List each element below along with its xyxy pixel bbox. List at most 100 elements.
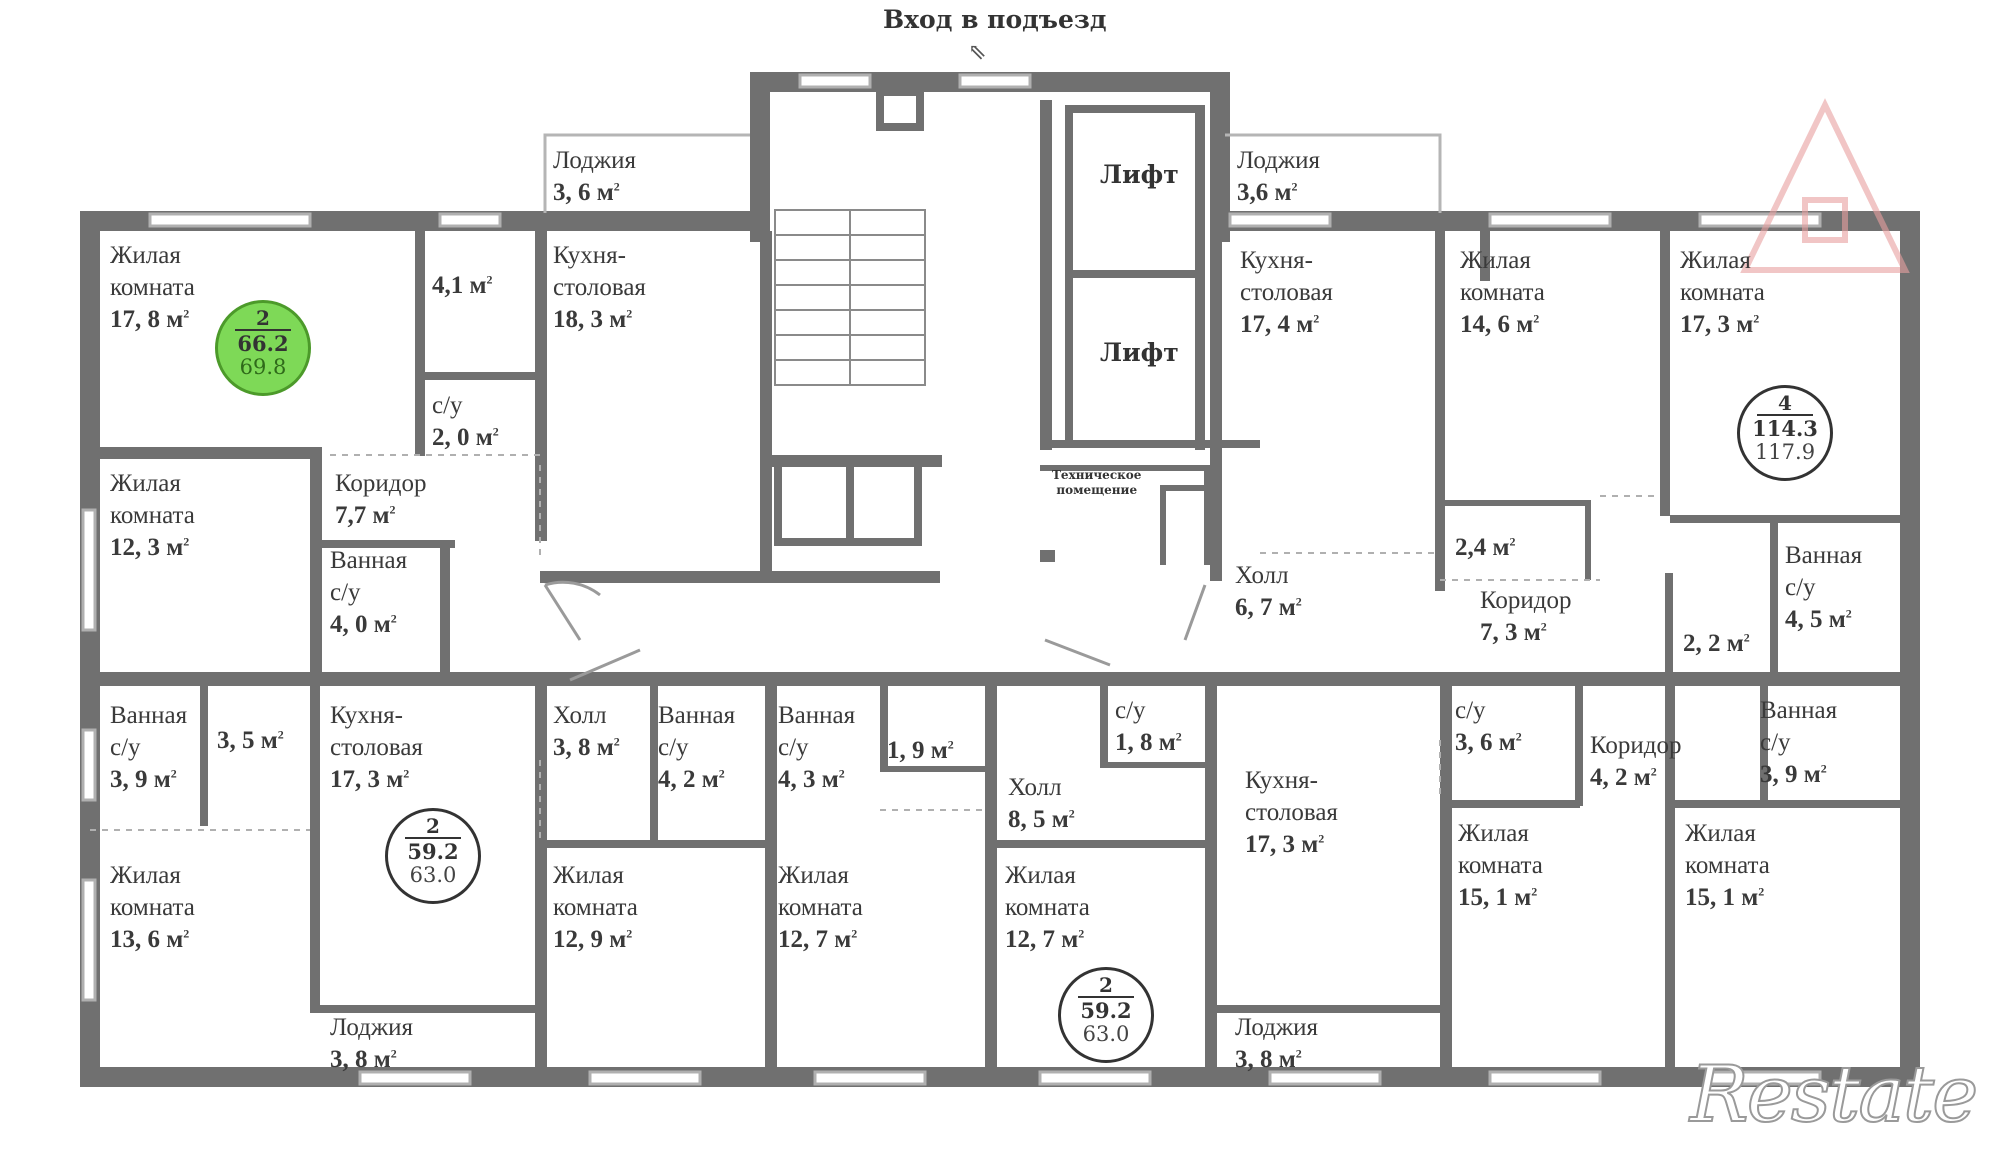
room-area: 4, 0 м2 [330, 611, 397, 638]
room-name: Холл [1235, 562, 1289, 589]
room-area: 3, 6 м2 [553, 179, 620, 206]
area-superscript: 2 [613, 179, 620, 194]
room-name: Жилая комната [1460, 247, 1545, 306]
area-superscript: 2 [1175, 729, 1182, 744]
room-area: 12, 3 м2 [110, 534, 190, 561]
apartment-total-area: 63.0 [1082, 1022, 1130, 1046]
area-superscript: 2 [1845, 606, 1852, 621]
room-name: Коридор [335, 470, 427, 497]
area-superscript: 2 [613, 734, 620, 749]
room-area: 6, 7 м2 [1235, 594, 1302, 621]
area-superscript: 2 [183, 306, 190, 321]
dashed-openings [90, 454, 1660, 840]
area-superscript: 2 [1515, 729, 1522, 744]
area-superscript: 2 [1533, 311, 1540, 326]
room-name: Жилая комната [1458, 820, 1543, 879]
room-area: 2, 0 м2 [432, 424, 499, 451]
area-superscript: 2 [403, 766, 410, 781]
room-label: 2,4 м2 [1455, 532, 1516, 564]
room-name: Жилая комната [1680, 247, 1765, 306]
room-label: 1, 9 м2 [887, 735, 954, 767]
tech-room-label: Техническое помещение [1052, 468, 1141, 498]
area-superscript: 2 [1295, 594, 1302, 609]
logo [1740, 98, 1910, 273]
restate-watermark: Restate [1689, 1049, 1979, 1141]
room-name: Ванная с/у [778, 702, 856, 761]
badge-divider [405, 837, 461, 839]
room-name: с/у [1115, 697, 1146, 724]
area-superscript: 2 [1531, 884, 1538, 899]
room-area: 3, 8 м2 [1235, 1046, 1302, 1073]
room-name: Лоджия [1235, 1014, 1318, 1041]
room-area: 12, 7 м2 [1005, 926, 1085, 953]
room-name: Коридор [1590, 732, 1682, 759]
room-area: 3, 5 м2 [217, 727, 284, 754]
area-superscript: 2 [389, 502, 396, 517]
room-name: Жилая комната [110, 862, 195, 921]
badge-divider [1078, 996, 1134, 998]
room-area: 7,7 м2 [335, 502, 396, 529]
room-label: 2, 2 м2 [1683, 628, 1750, 660]
room-area: 1, 8 м2 [1115, 729, 1182, 756]
room-area: 3, 6 м2 [1455, 729, 1522, 756]
area-superscript: 2 [1650, 764, 1657, 779]
entrance-arrow-icon: ⇖ [968, 40, 987, 65]
room-area: 15, 1 м2 [1685, 884, 1765, 911]
apartment-rooms: 4 [1778, 391, 1792, 415]
area-superscript: 2 [1753, 311, 1760, 326]
area-superscript: 2 [1509, 534, 1516, 549]
room-area: 4, 2 м2 [1590, 764, 1657, 791]
room-label: Лоджия 3, 8 м2 [1235, 1012, 1318, 1076]
apartment-rooms: 2 [256, 306, 270, 330]
area-superscript: 2 [183, 534, 190, 549]
area-superscript: 2 [851, 926, 858, 941]
area-superscript: 2 [492, 424, 499, 439]
room-area: 4,1 м2 [432, 272, 493, 299]
badge-divider [235, 329, 291, 331]
apartment-living-area: 59.2 [1080, 998, 1132, 1023]
apartment-total-area: 117.9 [1754, 440, 1816, 464]
area-superscript: 2 [390, 611, 397, 626]
room-name: с/у [1455, 697, 1486, 724]
area-superscript: 2 [1758, 884, 1765, 899]
area-superscript: 2 [1540, 619, 1547, 634]
loggia-outlines [543, 133, 1442, 213]
room-area: 7, 3 м2 [1480, 619, 1547, 646]
room-name: Лоджия [553, 147, 636, 174]
area-superscript: 2 [947, 737, 954, 752]
area-superscript: 2 [718, 766, 725, 781]
room-area: 3, 8 м2 [330, 1046, 397, 1073]
room-area: 3, 8 м2 [553, 734, 620, 761]
apartment-living-area: 66.2 [237, 331, 289, 356]
room-name: Кухня- столовая [553, 242, 646, 301]
room-area: 2, 2 м2 [1683, 630, 1750, 657]
room-area: 12, 9 м2 [553, 926, 633, 953]
room-name: с/у [432, 392, 463, 419]
room-name: Холл [1008, 774, 1062, 801]
area-superscript: 2 [1318, 831, 1325, 846]
elevator-2-label: Лифт [1100, 338, 1179, 367]
area-superscript: 2 [626, 306, 633, 321]
room-name: Кухня- столовая [1245, 767, 1338, 826]
area-superscript: 2 [170, 766, 177, 781]
